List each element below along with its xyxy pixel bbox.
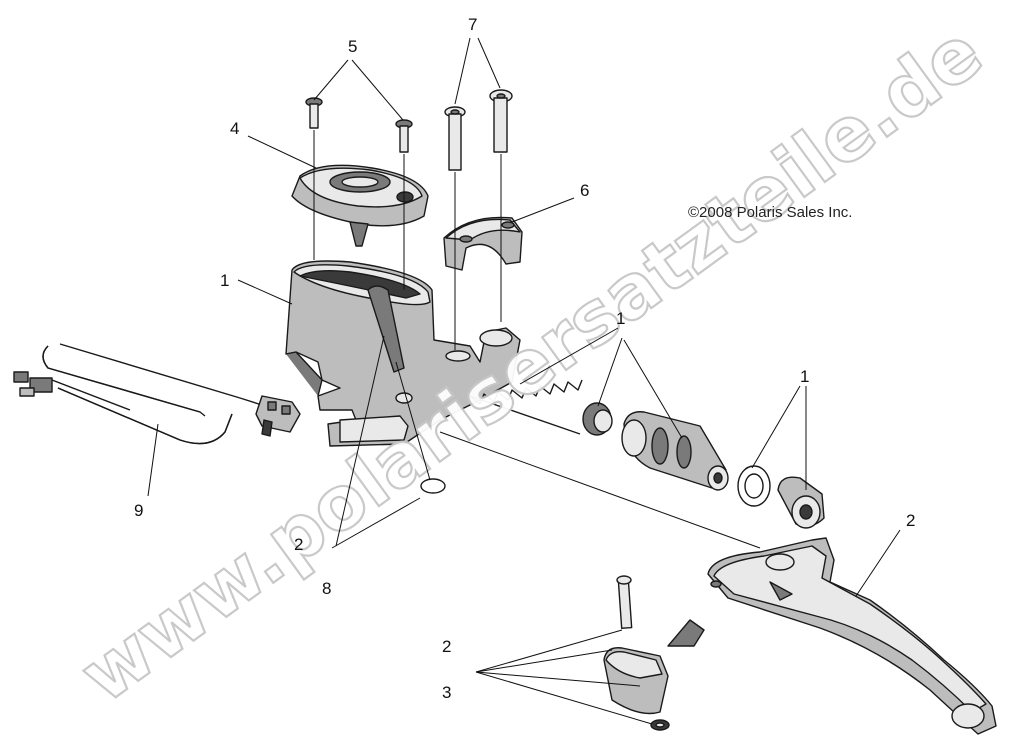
callout-1-piston-kit: 1	[616, 309, 625, 328]
callout-1-body: 1	[220, 271, 229, 290]
brake-lever	[707, 537, 997, 735]
callout-2-pivot: 2	[442, 637, 451, 656]
callout-7: 7	[468, 15, 477, 34]
parts-artwork	[13, 89, 997, 735]
cup-seal	[582, 402, 613, 436]
snap-ring-upper	[420, 478, 446, 494]
callout-2-lever: 2	[906, 511, 915, 530]
callout-4: 4	[230, 119, 239, 138]
piston-kit	[469, 379, 825, 529]
clamp-bolts	[444, 89, 513, 171]
callout-labels: 5 7 4 6 1 1 1 9 2 8 2 2 3	[134, 15, 915, 702]
pivot-assembly	[603, 575, 705, 731]
callout-2-snap-ring: 2	[294, 535, 303, 554]
reservoir-cover	[291, 164, 429, 247]
dust-boot	[777, 476, 825, 529]
callout-3: 3	[442, 683, 451, 702]
callout-9: 9	[134, 501, 143, 520]
master-cylinder-body	[285, 260, 521, 447]
copyright-notice: ©2008 Polaris Sales Inc.	[688, 204, 852, 221]
handlebar-clamp	[443, 216, 523, 271]
return-spring	[469, 379, 583, 435]
cover-screws	[305, 97, 413, 153]
brake-switch-harness	[13, 343, 301, 445]
callout-8: 8	[322, 579, 331, 598]
washer	[737, 465, 771, 507]
callout-5: 5	[348, 37, 357, 56]
callout-1-boot: 1	[800, 367, 809, 386]
leader-lines	[147, 37, 901, 725]
piston	[621, 411, 729, 491]
callout-6: 6	[580, 181, 589, 200]
